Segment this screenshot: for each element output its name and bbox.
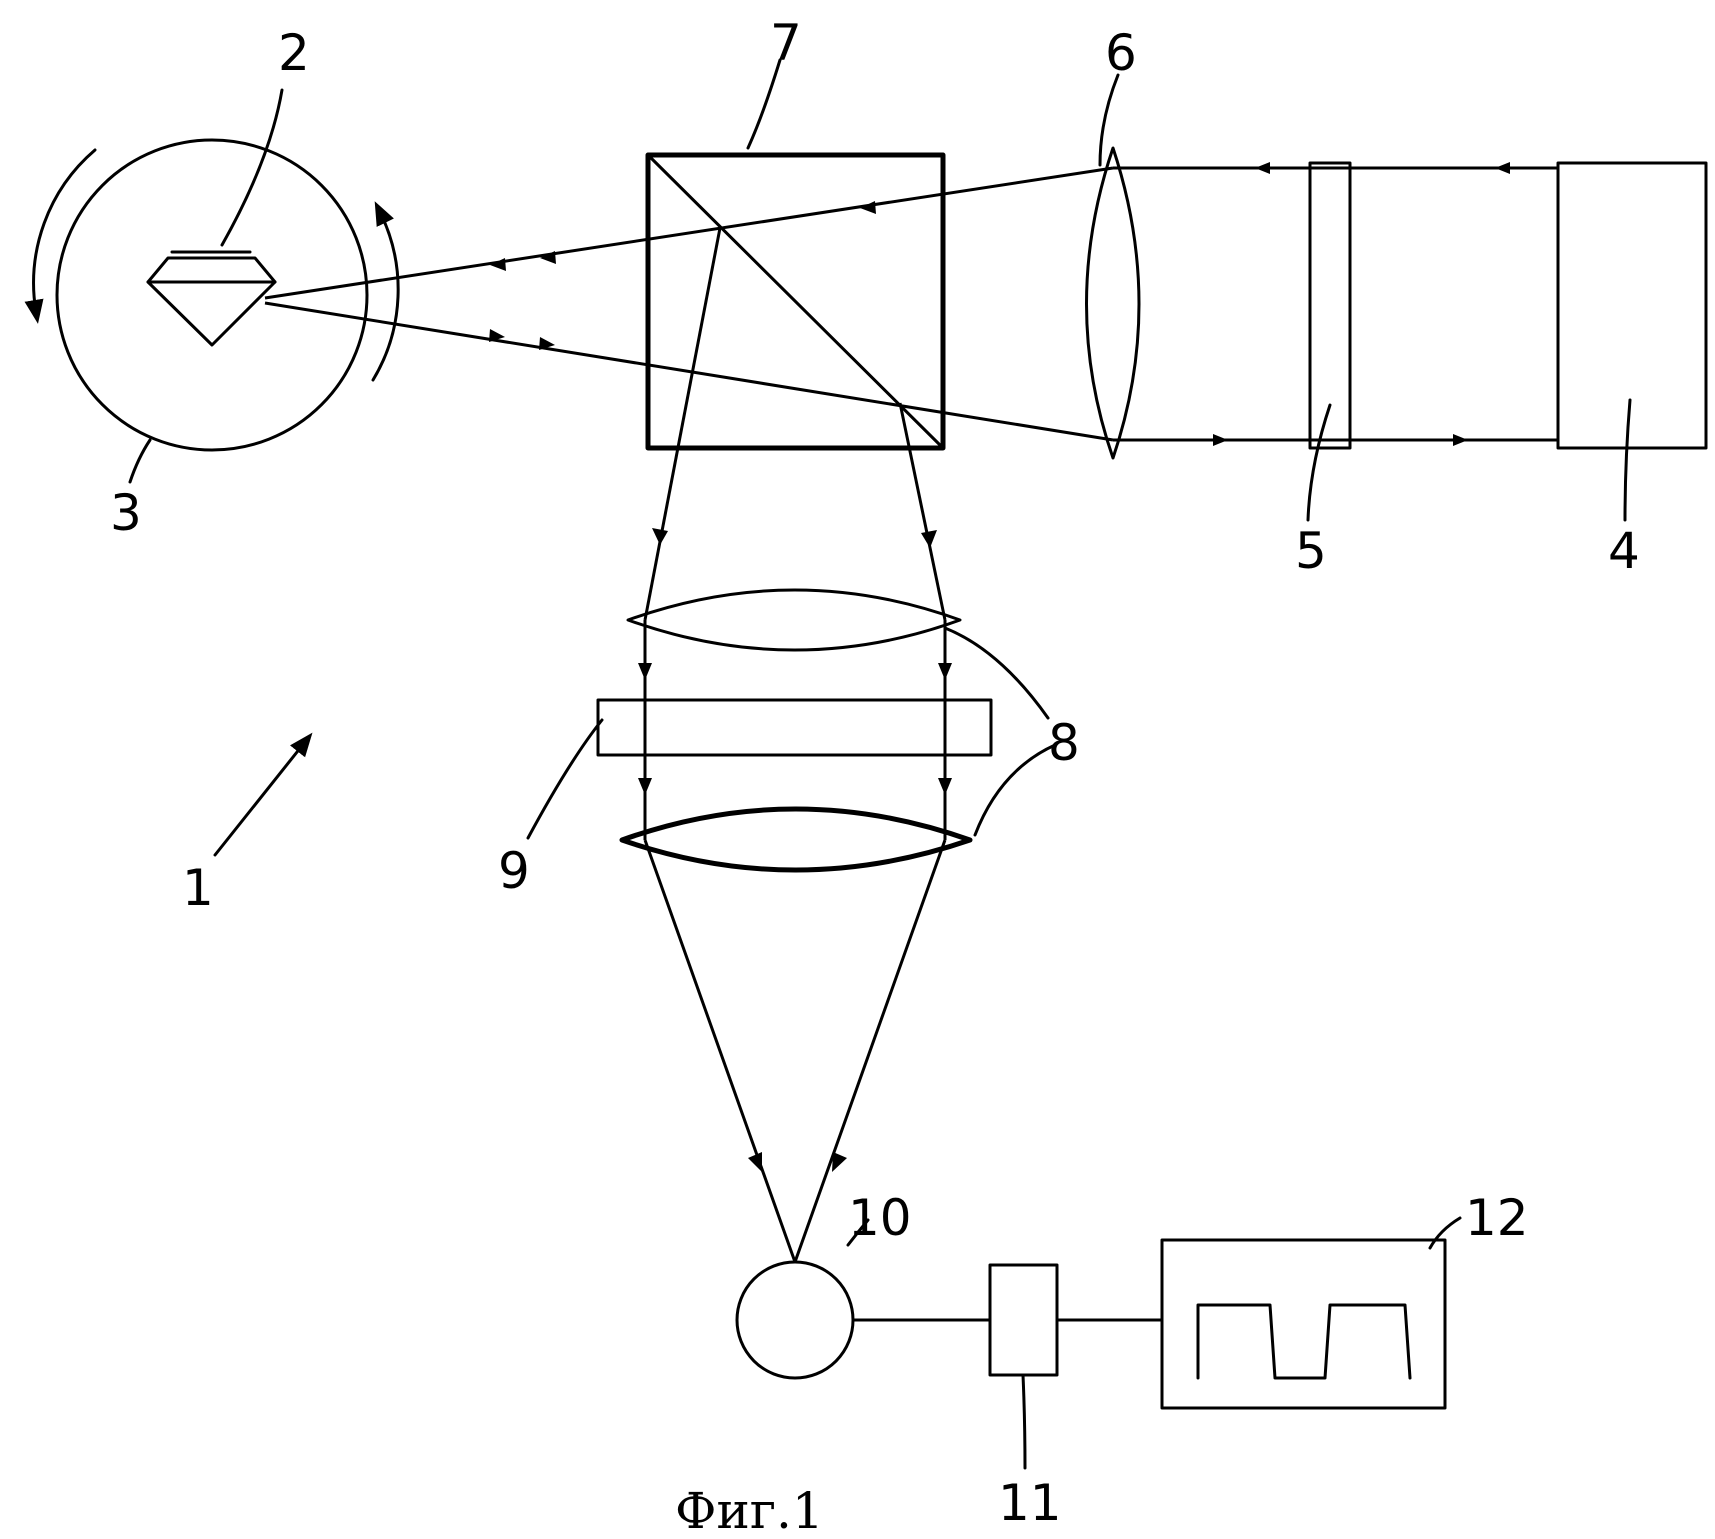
label-9: 9 — [498, 842, 530, 900]
interference-filter — [598, 700, 991, 755]
label-12: 12 — [1465, 1189, 1529, 1247]
label-1: 1 — [182, 859, 214, 917]
signal-display — [1162, 1240, 1445, 1408]
gemstone — [148, 252, 275, 345]
label-7: 7 — [770, 14, 802, 72]
relay-lens-lower — [622, 809, 970, 870]
label-11: 11 — [998, 1474, 1062, 1532]
label-6: 6 — [1105, 24, 1137, 82]
leader-lines — [130, 60, 1630, 1468]
label-5: 5 — [1295, 522, 1327, 580]
detection-rays — [638, 228, 952, 1262]
label-4: 4 — [1608, 522, 1640, 580]
light-source — [1558, 163, 1706, 448]
relay-lens-upper — [628, 590, 960, 650]
amplifier — [990, 1265, 1057, 1375]
figure-caption: Фиг.1 — [675, 1482, 824, 1539]
label-10: 10 — [848, 1189, 912, 1247]
rotating-stage — [34, 140, 399, 450]
photodetector — [737, 1262, 853, 1378]
gemstone-rays — [265, 168, 1113, 440]
label-8-upper: 8 — [1048, 714, 1080, 772]
label-2: 2 — [278, 24, 310, 82]
label-3: 3 — [110, 484, 142, 542]
incident-beams — [1113, 162, 1558, 446]
focusing-lens — [1087, 148, 1140, 458]
